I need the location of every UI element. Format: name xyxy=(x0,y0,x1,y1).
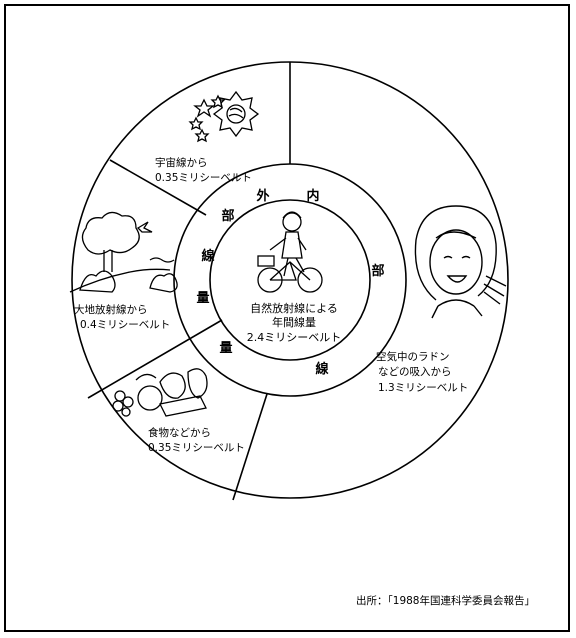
center-label-line2: 年間線量 xyxy=(272,315,316,329)
center-label-line1: 自然放射線による xyxy=(250,301,338,315)
ground-label-line1: 大地放射線から xyxy=(74,303,148,316)
ring-char-internal-4: 量 xyxy=(219,341,232,356)
food-items-icon xyxy=(112,368,208,417)
ring-char-external-4: 量 xyxy=(196,291,209,306)
center-label-line3: 2.4ミリシーベルト xyxy=(247,331,342,344)
divider-ground-food xyxy=(87,319,223,399)
source-note: 出所：「1988年国連科学委員会報告」 xyxy=(356,594,535,607)
ring-char-internal-3: 線 xyxy=(315,361,329,377)
ring-char-external-3: 線 xyxy=(201,248,215,264)
radon-label-line2: などの吸入から xyxy=(378,366,452,378)
cosmic-label-line1: 宇宙線から xyxy=(155,156,208,169)
figure-frame xyxy=(4,4,570,632)
woman-breathing-icon xyxy=(414,205,507,319)
center-circle xyxy=(209,199,371,361)
ring-char-external-1: 外 xyxy=(255,188,269,204)
ground-label-line2: 0.4ミリシーベルト xyxy=(80,319,170,331)
ring-char-internal-1: 内 xyxy=(306,188,319,204)
radon-label-line3: 1.3ミリシーベルト xyxy=(378,382,468,394)
food-label-line2: 0.35ミリシーベルト xyxy=(148,442,245,454)
divider-food-radon xyxy=(232,393,268,501)
ground-landscape-icon xyxy=(69,211,178,293)
divider-cosmic-ground xyxy=(109,159,207,216)
ring-char-internal-2: 部 xyxy=(371,263,384,279)
cyclist-girl-icon xyxy=(257,211,323,293)
radon-label-line1: 空気中のラドン xyxy=(376,350,450,363)
food-label-line1: 食物などから xyxy=(148,426,211,439)
cosmic-ray-icon xyxy=(188,90,260,143)
ring-char-external-2: 部 xyxy=(221,208,234,224)
cosmic-label-line2: 0.35ミリシーベルト xyxy=(155,172,252,184)
